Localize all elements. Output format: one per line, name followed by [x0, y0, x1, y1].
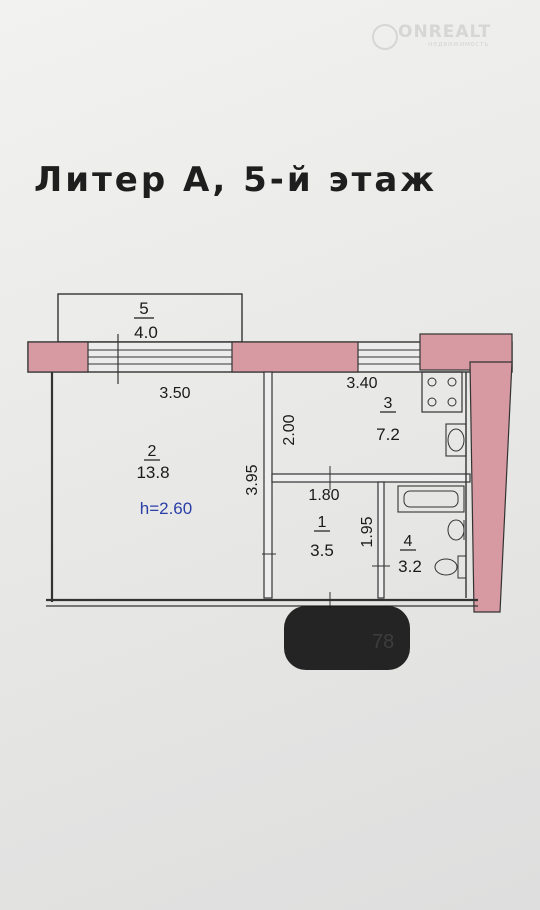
room-3-area: 7.2 [376, 425, 400, 444]
room-3-number: 3 [384, 395, 393, 412]
window-left [88, 349, 232, 365]
kitchen-sink-icon [445, 423, 467, 457]
wall-segment-right [469, 361, 513, 613]
wash-basin-icon [447, 519, 465, 541]
room-3-length-dimension: 2.00 [281, 414, 298, 445]
toilet-icon [434, 555, 467, 579]
room-3-width-dimension: 3.40 [346, 375, 377, 392]
apartment-number-tail: 78 [372, 631, 394, 653]
wall-segment-middle [231, 341, 359, 373]
room-2-number: 2 [148, 443, 157, 460]
wall-segment-left [27, 341, 89, 373]
room-4-area: 3.2 [398, 557, 422, 576]
room-2-area: 13.8 [136, 463, 169, 482]
watermark-logo-icon [372, 24, 398, 50]
bathtub-icon [397, 485, 465, 513]
partition-kitchen [271, 473, 471, 483]
room-1-number: 1 [318, 514, 327, 531]
partition-bathroom [377, 481, 385, 599]
redaction-blot [284, 606, 410, 670]
room-5-area: 4.0 [134, 323, 158, 342]
room-2-width-dimension: 3.50 [159, 385, 190, 402]
room-1-area: 3.5 [310, 541, 334, 560]
room-5-number: 5 [139, 299, 148, 318]
floor-title: Литер А, 5-й этаж [34, 160, 438, 200]
room-1-length-dimension: 1.95 [359, 516, 376, 547]
room-1-width-dimension: 1.80 [308, 487, 339, 504]
room-4-number: 4 [404, 533, 413, 550]
room-2-ceiling-height: h=2.60 [140, 499, 192, 518]
watermark: ONREALT недвижимость [398, 22, 491, 48]
window-right [358, 349, 420, 365]
watermark-tagline: недвижимость [428, 40, 489, 48]
room-2-length-dimension: 3.95 [244, 464, 261, 495]
watermark-brand: ONREALT [398, 22, 492, 42]
stove-icon [421, 371, 463, 413]
partition-living-corridor [263, 371, 273, 599]
